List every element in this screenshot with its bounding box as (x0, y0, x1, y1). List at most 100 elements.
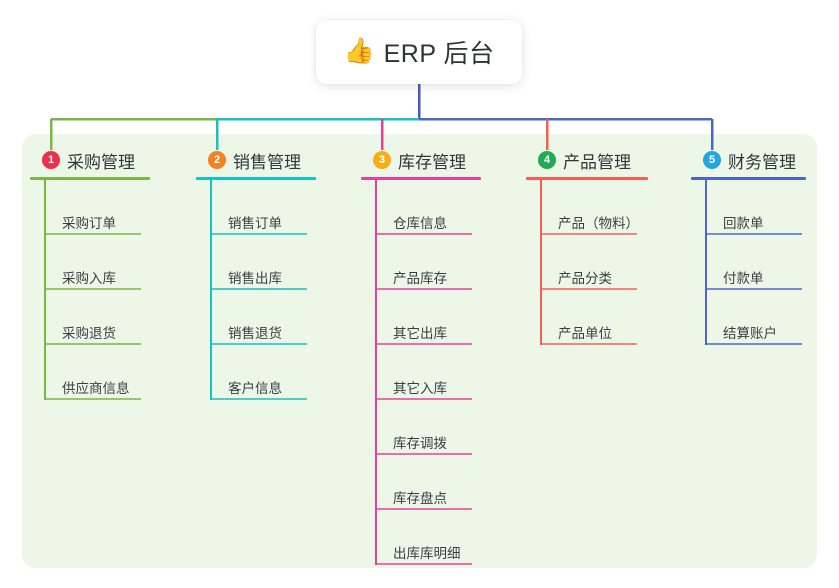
leaf-node[interactable]: 销售出库 (210, 235, 316, 290)
leaf-label: 其它出库 (393, 325, 447, 341)
branch-header-2[interactable]: 2 销售管理 (196, 148, 316, 172)
leaf-list-1: 采购订单采购入库采购退货供应商信息 (44, 180, 150, 400)
leaf-label: 销售出库 (228, 270, 282, 286)
leaf-underline (705, 343, 802, 345)
leaf-underline (375, 398, 472, 400)
leaf-underline (375, 288, 472, 290)
leaf-node[interactable]: 销售订单 (210, 180, 316, 235)
leaf-label: 其它入库 (393, 380, 447, 396)
leaf-label: 产品库存 (393, 270, 447, 286)
branch-title-2: 销售管理 (233, 152, 301, 172)
leaf-node[interactable]: 采购退货 (44, 290, 150, 345)
leaf-node[interactable]: 产品单位 (540, 290, 648, 345)
leaf-underline (44, 288, 141, 290)
leaf-label: 产品（物料） (558, 215, 639, 231)
leaf-underline (44, 343, 141, 345)
branch-spine-4 (540, 180, 542, 345)
branch-spine-1 (44, 180, 46, 400)
leaf-node[interactable]: 产品（物料） (540, 180, 648, 235)
branch-3: 3 库存管理仓库信息产品库存其它出库其它入库库存调拨库存盘点出库库明细 (361, 148, 481, 565)
branch-1: 1 采购管理采购订单采购入库采购退货供应商信息 (30, 148, 150, 400)
branch-header-3[interactable]: 3 库存管理 (361, 148, 481, 172)
root-node[interactable]: 👍 ERP 后台 (316, 20, 522, 84)
leaf-node[interactable]: 回款单 (705, 180, 806, 235)
leaf-label: 客户信息 (228, 380, 282, 396)
branch-badge-2: 2 (208, 151, 226, 169)
leaf-node[interactable]: 采购入库 (44, 235, 150, 290)
leaf-node[interactable]: 销售退货 (210, 290, 316, 345)
thumbs-up-icon: 👍 (343, 36, 375, 65)
root-node-label: ERP 后台 (383, 40, 495, 68)
branch-spine-3 (375, 180, 377, 565)
leaf-node[interactable]: 客户信息 (210, 345, 316, 400)
leaf-node[interactable]: 产品分类 (540, 235, 648, 290)
leaf-underline (44, 233, 141, 235)
branch-badge-3: 3 (373, 151, 391, 169)
branch-underline-1 (30, 177, 150, 180)
leaf-label: 采购退货 (62, 325, 116, 341)
leaf-underline (210, 343, 307, 345)
leaf-node[interactable]: 其它入库 (375, 345, 481, 400)
leaf-label: 产品单位 (558, 325, 612, 341)
leaf-label: 回款单 (723, 215, 764, 231)
leaf-underline (705, 288, 802, 290)
branch-spine-2 (210, 180, 212, 400)
leaf-underline (375, 453, 472, 455)
branch-badge-1: 1 (42, 151, 60, 169)
leaf-underline (210, 233, 307, 235)
leaf-underline (540, 343, 637, 345)
leaf-list-5: 回款单付款单结算账户 (705, 180, 806, 345)
branch-title-4: 产品管理 (563, 152, 631, 172)
leaf-node[interactable]: 采购订单 (44, 180, 150, 235)
branch-badge-5: 5 (703, 151, 721, 169)
leaf-label: 销售退货 (228, 325, 282, 341)
leaf-underline (375, 343, 472, 345)
leaf-label: 库存盘点 (393, 490, 447, 506)
branch-title-3: 库存管理 (398, 152, 466, 172)
leaf-label: 结算账户 (723, 325, 777, 341)
leaf-underline (540, 233, 637, 235)
leaf-node[interactable]: 仓库信息 (375, 180, 481, 235)
leaf-node[interactable]: 出库库明细 (375, 510, 481, 565)
leaf-list-3: 仓库信息产品库存其它出库其它入库库存调拨库存盘点出库库明细 (375, 180, 481, 565)
branch-badge-4: 4 (538, 151, 556, 169)
leaf-node[interactable]: 其它出库 (375, 290, 481, 345)
leaf-underline (44, 398, 141, 400)
branch-header-4[interactable]: 4 产品管理 (526, 148, 648, 172)
leaf-node[interactable]: 库存盘点 (375, 455, 481, 510)
leaf-node[interactable]: 供应商信息 (44, 345, 150, 400)
leaf-list-2: 销售订单销售出库销售退货客户信息 (210, 180, 316, 400)
leaf-label: 销售订单 (228, 215, 282, 231)
leaf-node[interactable]: 库存调拨 (375, 400, 481, 455)
leaf-underline (705, 233, 802, 235)
leaf-label: 供应商信息 (62, 380, 130, 396)
leaf-label: 库存调拨 (393, 435, 447, 451)
root-node-content: 👍 ERP 后台 (343, 34, 494, 70)
branch-header-1[interactable]: 1 采购管理 (30, 148, 150, 172)
leaf-node[interactable]: 产品库存 (375, 235, 481, 290)
leaf-label: 采购入库 (62, 270, 116, 286)
branch-underline-3 (361, 177, 481, 180)
leaf-node[interactable]: 结算账户 (705, 290, 806, 345)
leaf-underline (210, 398, 307, 400)
branch-title-1: 采购管理 (67, 152, 135, 172)
leaf-underline (375, 563, 472, 565)
branch-5: 5 财务管理回款单付款单结算账户 (691, 148, 806, 345)
background-panel (22, 134, 817, 568)
branch-header-5[interactable]: 5 财务管理 (691, 148, 806, 172)
leaf-label: 付款单 (723, 270, 764, 286)
leaf-underline (375, 508, 472, 510)
branch-title-5: 财务管理 (728, 152, 796, 172)
branch-4: 4 产品管理产品（物料） 产品分类产品单位 (526, 148, 648, 345)
leaf-label: 产品分类 (558, 270, 612, 286)
leaf-node[interactable]: 付款单 (705, 235, 806, 290)
leaf-label: 出库库明细 (393, 545, 461, 561)
leaf-underline (210, 288, 307, 290)
branch-spine-5 (705, 180, 707, 345)
branch-underline-5 (691, 177, 806, 180)
leaf-underline (540, 288, 637, 290)
branch-2: 2 销售管理销售订单销售出库销售退货客户信息 (196, 148, 316, 400)
leaf-label: 仓库信息 (393, 215, 447, 231)
leaf-underline (375, 233, 472, 235)
